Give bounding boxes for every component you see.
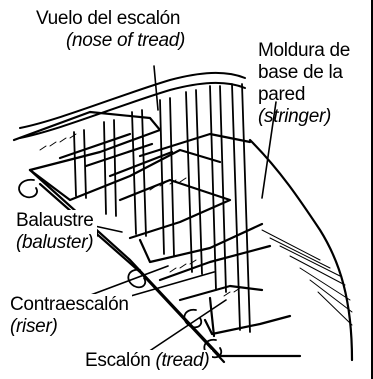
label-riser-en: (riser) (10, 316, 58, 337)
handrail (19, 71, 246, 139)
label-stringer: Moldura de base de la pared (stringer) (258, 40, 350, 128)
label-baluster-es: Balaustre (16, 210, 94, 231)
label-tread-en: (tread) (155, 350, 210, 371)
label-nose-es: Vuelo del escalón (36, 8, 181, 29)
label-stringer-es-3: pared (258, 84, 306, 105)
label-tread-es: Escalón (85, 350, 151, 371)
wall-hatching (261, 229, 353, 326)
label-baluster-en: (baluster) (16, 232, 94, 253)
label-stringer-es-2: base de la (258, 62, 343, 83)
label-tread: Escalón (tread) (82, 350, 213, 372)
label-nose-of-tread: Vuelo del escalón (nose of tread) (36, 8, 185, 52)
label-nose-en: (nose of tread) (66, 30, 186, 51)
tread-shading (39, 133, 241, 297)
label-riser: Contraescalón (riser) (10, 294, 132, 338)
stair-steps (12, 110, 354, 364)
label-baluster: Balaustre (baluster) (16, 210, 97, 254)
label-riser-es: Contraescalón (10, 294, 129, 315)
label-stringer-es-1: Moldura de (258, 40, 351, 61)
label-stringer-en: (stringer) (258, 106, 332, 127)
